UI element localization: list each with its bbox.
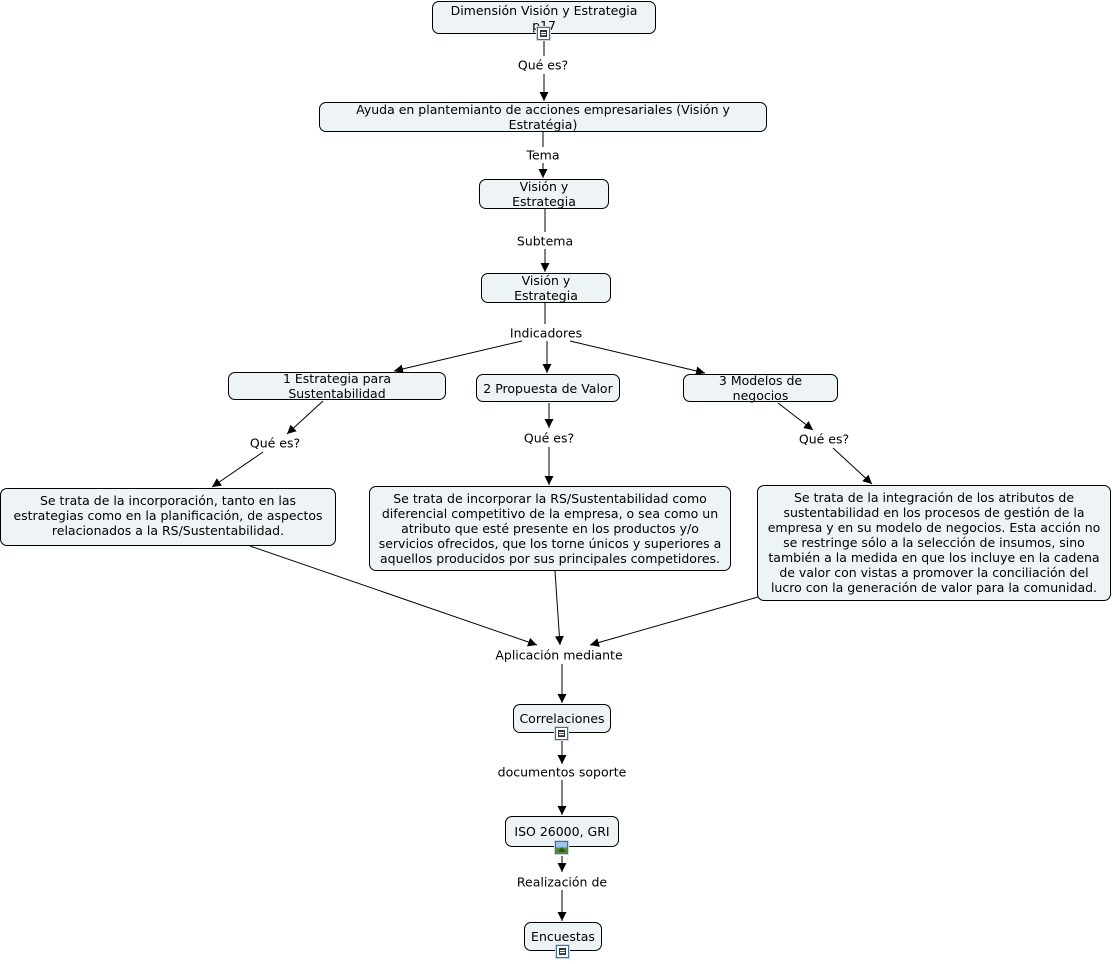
image-icon[interactable]: [555, 841, 568, 854]
node-desc-estrategia[interactable]: Se trata de la incorporación, tanto en l…: [0, 488, 336, 546]
link-que-es-3: Qué es?: [521, 430, 577, 446]
link-aplicacion: Aplicación mediante: [493, 647, 625, 663]
node-tema-vision[interactable]: Visión y Estrategia: [479, 179, 609, 209]
node-desc-propuesta[interactable]: Se trata de incorporar la RS/Sustentabil…: [369, 486, 731, 571]
link-que-es-4: Qué es?: [796, 431, 852, 447]
link-que-es-1: Qué es?: [515, 57, 571, 73]
line-modelos-queEs: [777, 402, 814, 431]
node-modelos[interactable]: 3 Modelos de negocios: [683, 373, 838, 403]
line-descEstrategia-aplicacion: [249, 545, 538, 647]
node-subtema-vision[interactable]: Visión y Estrategia: [481, 273, 611, 303]
line-ind-modelos: [569, 340, 706, 376]
document-icon[interactable]: [537, 27, 550, 40]
line-estrategia-queEs: [286, 400, 324, 435]
line-descModelos-aplicacion: [589, 596, 759, 647]
line-ind-estrategia: [393, 340, 523, 374]
node-estrategia[interactable]: 1 Estrategia para Sustentabilidad: [228, 371, 446, 401]
node-desc-modelos[interactable]: Se trata de la integración de los atribu…: [757, 485, 1111, 601]
link-indicadores: Indicadores: [507, 325, 585, 341]
line-queEs-descEstrategia: [211, 451, 264, 488]
document-icon[interactable]: [555, 727, 568, 740]
document-icon[interactable]: [556, 945, 569, 958]
line-queEs-descModelos: [832, 447, 873, 485]
link-realizacion: Realización de: [514, 874, 610, 890]
node-dimension[interactable]: Dimensión Visión y Estrategia p17: [432, 1, 656, 34]
node-propuesta[interactable]: 2 Propuesta de Valor: [476, 374, 620, 402]
node-ayuda[interactable]: Ayuda en plantemianto de acciones empres…: [319, 102, 767, 132]
link-que-es-2: Qué es?: [247, 435, 303, 451]
link-tema: Tema: [524, 147, 562, 163]
link-subtema: Subtema: [514, 233, 576, 249]
line-descPropuesta-aplicacion: [554, 570, 564, 646]
link-documentos: documentos soporte: [495, 764, 629, 780]
